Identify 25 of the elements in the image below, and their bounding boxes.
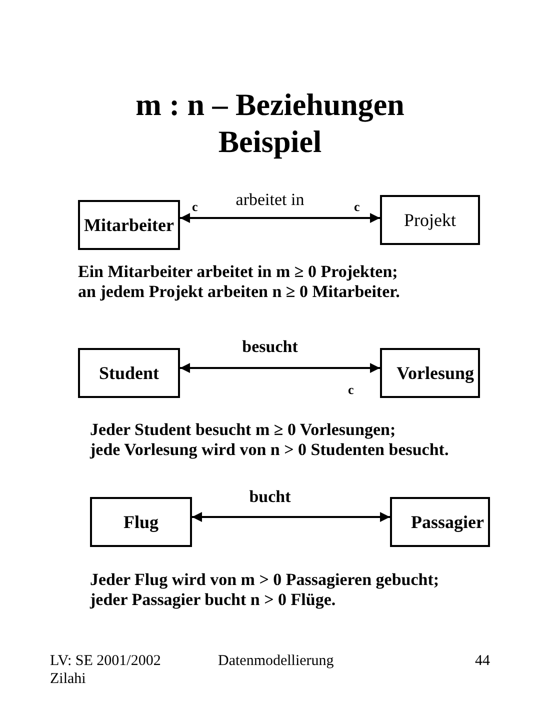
relationship-arrow [180,363,380,373]
entity-box [380,348,480,398]
entity-name: Mitarbeiter [84,214,174,236]
statement-text: Ein Mitarbeiter arbeitet in m ≥ 0 Projekten; an jedem Projekt arbeiten n ≥ 0 Mitarbeiter. [78,262,400,303]
entity-box [78,200,180,250]
entity-box [380,195,480,245]
entity-name: Flug [123,512,158,532]
entity-box [90,497,192,547]
cardinality-label: c [354,199,360,215]
relationship-arrow [192,512,390,522]
slide-title: m : n – Beziehungen Beispiel [134,86,406,160]
statement-text: Jeder Flug wird von m > 0 Passagieren gebucht; jeder Passagier bucht n > 0 Flüge. [90,570,440,611]
entity-name: Student [98,362,160,384]
page-number: 44 [475,652,490,670]
entity-box [390,497,490,547]
entity-name: Passagier [411,512,484,532]
cardinality-label: c [348,382,354,398]
cardinality-label: c [192,199,198,215]
statement-text: Jeder Student besucht m ≥ 0 Vorlesungen; jede Vorlesung wird von n > 0 Studenten besucht. [90,420,449,461]
footer-text: LV: SE 2001/2002 Zilahi [50,652,162,688]
entity-box [78,348,180,398]
entity-name: Vorlesung [396,362,474,384]
footer-text: Datenmodellierung [218,652,334,670]
relationship-arrow [180,213,380,223]
entity-name: Projekt [404,210,456,230]
